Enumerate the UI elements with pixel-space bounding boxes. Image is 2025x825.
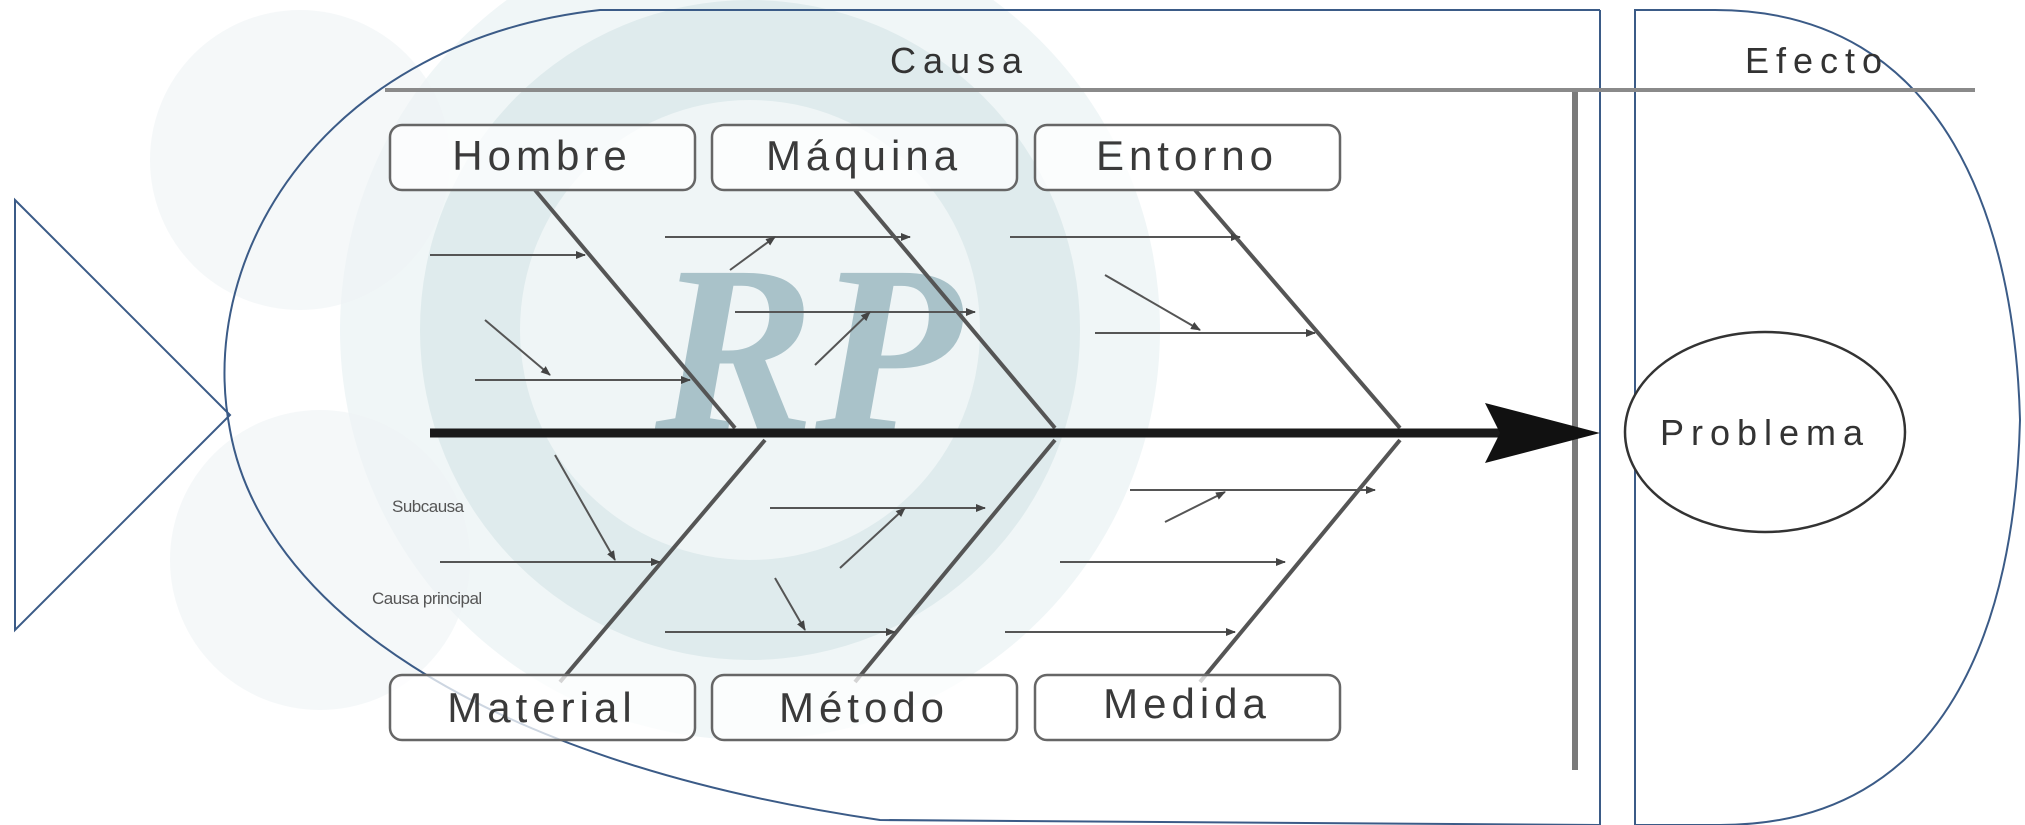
category-box-maquina: Máquina (710, 123, 1019, 192)
category-box-metodo: Método (710, 673, 1019, 742)
category-box-material: Material (388, 673, 697, 742)
main-cause-legend-label: Causa principal (372, 589, 482, 608)
spine-arrowhead (1485, 403, 1600, 463)
bone-metodo (853, 438, 1057, 684)
category-box-entorno: Entorno (1033, 123, 1342, 192)
bone-maquina (853, 188, 1057, 430)
effect-ellipse: Problema (1623, 330, 1907, 534)
fish-outline (14, 9, 2022, 825)
bone-entorno (1193, 188, 1402, 430)
category-label-medida: Medida (1103, 680, 1271, 727)
bone-material (558, 438, 767, 684)
category-box-hombre: Hombre (388, 123, 697, 192)
category-box-medida: Medida (1033, 673, 1342, 742)
effect-header: Efecto (1745, 40, 1889, 81)
cause-header: Causa (890, 40, 1029, 81)
bone-hombre (533, 188, 737, 430)
subcause-legend-label: Subcausa (392, 497, 465, 516)
category-label-material: Material (447, 684, 636, 731)
sub-cause-arrows (430, 233, 1376, 636)
fish-head (1634, 9, 2022, 825)
fish-tail (14, 197, 232, 633)
category-label-metodo: Método (779, 684, 949, 731)
category-label-entorno: Entorno (1096, 132, 1278, 179)
category-label-hombre: Hombre (452, 132, 631, 179)
watermark-text: RP (654, 216, 964, 482)
bone-medida (1198, 438, 1402, 684)
category-label-maquina: Máquina (766, 132, 962, 179)
fish-body (223, 9, 1601, 825)
main-bones (533, 188, 1402, 684)
effect-label: Problema (1660, 412, 1870, 453)
